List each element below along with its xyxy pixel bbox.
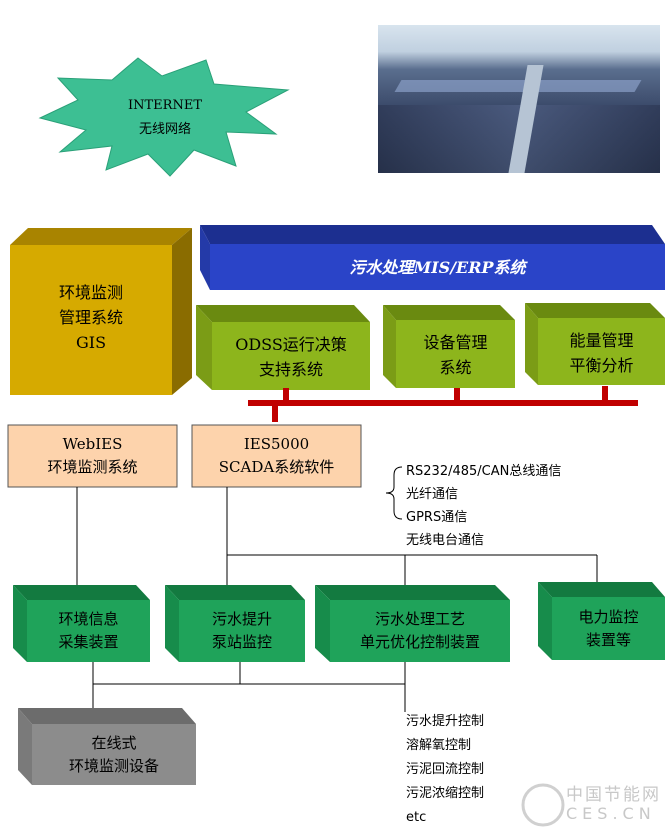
label-line: 环境监测设备 [68,757,159,775]
comm-item: 无线电台通信 [406,533,485,548]
label-line: 环境监测系统 [47,458,138,476]
label-line: 污水处理工艺 [374,610,465,628]
device-power-monitor: 电力监控装置等 [552,606,665,652]
label-line: 电力监控 [578,608,639,626]
label-line: 环境监测 [58,283,123,302]
comm-methods-list: RS232/485/CAN总线通信 光纤通信 GPRS通信 无线电台通信 [406,460,561,552]
label-line: INTERNET [128,98,202,113]
label-line: 采集装置 [58,633,119,651]
mis-title: 污水处理MIS/ERP系统 [349,258,526,277]
watermark-cn: 中国节能网 [566,785,661,805]
connector-lines [76,466,598,712]
control-item: 污泥浓缩控制 [406,786,485,801]
control-item: 溶解氧控制 [406,738,472,753]
label-line: 支持系统 [258,360,323,379]
webies-box: WebIES 环境监测系统 [8,433,177,479]
label-line: ODSS运行决策 [235,335,347,354]
internet-star-shape [38,57,290,177]
red-bus [248,386,638,422]
label-line: 管理系统 [58,308,123,327]
online-monitor-device: 在线式环境监测设备 [32,732,196,778]
internet-label: INTERNET 无线网络 [90,94,240,142]
label-line: 能量管理 [569,331,634,350]
label-line: 环境信息 [58,610,119,628]
webies-box-shape [7,424,178,488]
label-line: IES5000 [243,435,310,453]
ies5000-box-shape [191,424,362,488]
control-item: 污泥回流控制 [406,762,485,777]
mis-bar-shape [200,225,665,290]
watermark-en: CES.CN [566,804,656,823]
control-list: 污水提升控制 溶解氧控制 污泥回流控制 污泥浓缩控制 etc [406,710,484,830]
comm-item: GPRS通信 [406,510,468,525]
label-line: GIS [75,333,107,352]
device-process-control: 污水处理工艺单元优化控制装置 [330,608,510,654]
label-line: 系统 [439,358,472,377]
label-line: 泵站监控 [211,633,272,651]
label-line: 在线式 [91,734,137,752]
label-line: SCADA系统软件 [218,458,335,476]
label-line: 无线网络 [138,122,191,137]
label-line: 装置等 [585,631,631,649]
comm-item: 光纤通信 [406,487,459,502]
label-line: 单元优化控制装置 [359,633,480,651]
gis-box: 环境监测管理系统 GIS [10,280,172,355]
module-shapes [196,303,665,390]
watermark: 中国节能网 CES.CN [520,778,668,828]
online-device-shape [18,708,196,785]
control-item: etc [406,810,427,825]
module-energy: 能量管理平衡分析 [538,328,665,378]
gis-box-shape [10,228,192,395]
device-shapes [13,582,665,662]
module-equipment: 设备管理系统 [396,330,515,380]
comm-item: RS232/485/CAN总线通信 [406,464,562,479]
module-odss: ODSS运行决策支持系统 [212,332,370,382]
watermark-logo-icon [521,783,565,827]
device-env-collect: 环境信息采集装置 [27,608,150,654]
device-pump-station: 污水提升泵站监控 [179,608,305,654]
label-line: 平衡分析 [569,356,634,375]
label-line: 污水提升 [211,610,272,628]
label-line: 设备管理 [423,333,488,352]
wastewater-plant-photo [378,25,660,173]
control-item: 污水提升控制 [406,714,485,729]
label-line: WebIES [62,435,123,453]
